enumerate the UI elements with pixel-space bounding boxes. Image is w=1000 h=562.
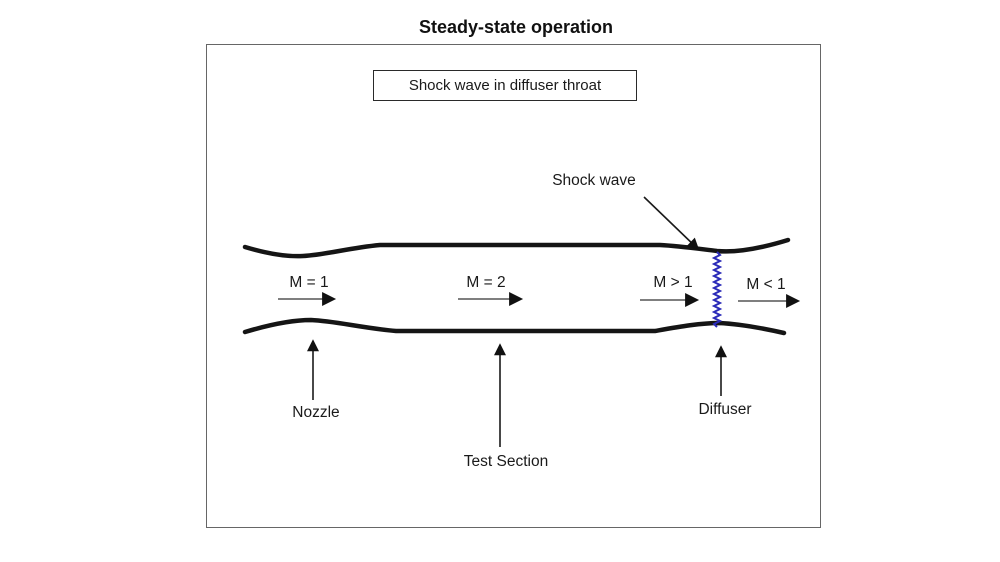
flow-label-m2: M = 2	[466, 274, 506, 291]
shock-wave-line	[711, 251, 723, 328]
tunnel-top-wall	[242, 237, 791, 259]
page-title: Steady-state operation	[418, 17, 614, 37]
figure-border	[206, 44, 821, 528]
flow-label-m-gt-1: M > 1	[653, 274, 693, 291]
diffuser-label: Diffuser	[698, 401, 752, 418]
tunnel-bottom-wall	[242, 317, 787, 336]
caption-box-label: Shock wave in diffuser throat	[408, 77, 602, 94]
test-section-label: Test Section	[463, 453, 549, 470]
shock-wave-label: Shock wave	[552, 172, 636, 189]
nozzle-label: Nozzle	[292, 404, 340, 421]
caption-box: Shock wave in diffuser throat	[373, 70, 637, 101]
flow-label-m-lt-1: M < 1	[746, 276, 786, 293]
shock-wave-pointer-arrow	[643, 196, 700, 251]
flow-label-m1: M = 1	[289, 274, 329, 291]
